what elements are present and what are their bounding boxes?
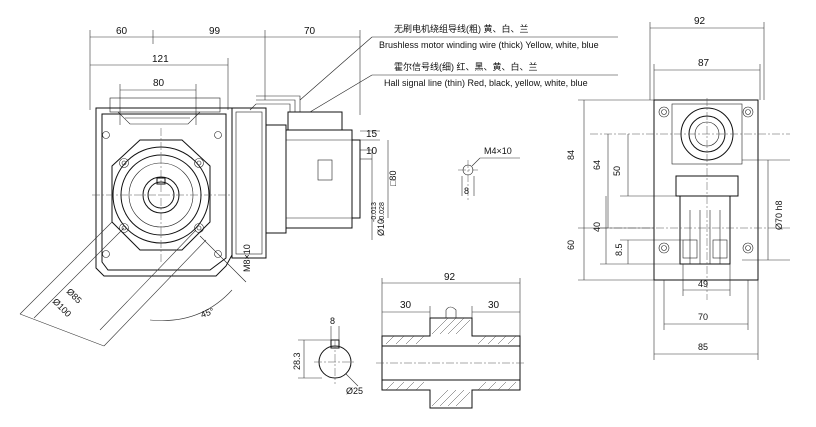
- dim-40: 40: [592, 222, 602, 232]
- side-view: 92 87 84 60: [566, 16, 790, 360]
- dim-64: 64: [592, 160, 602, 170]
- key-width-label: 8: [464, 186, 469, 196]
- dim-shaft-diameter: Ø10: [376, 219, 386, 236]
- shaft-view: 92 30 30: [292, 272, 526, 409]
- dim-49: 49: [698, 279, 708, 289]
- dim-50: 50: [612, 166, 622, 176]
- dim-8: 8: [330, 316, 335, 326]
- dim-70: 70: [698, 312, 708, 322]
- hatching: [385, 317, 517, 407]
- power-wire-note-en: Brushless motor winding wire (thick) Yel…: [379, 40, 599, 50]
- dim-angle-45: 45°: [199, 306, 216, 320]
- power-wire-note-cn: 无刷电机绕组导线(粗) 黄、白、兰: [394, 23, 529, 34]
- dim-99: 99: [209, 26, 221, 37]
- dim-60: 60: [116, 26, 128, 37]
- dim-30-right: 30: [488, 300, 500, 311]
- dim-m8x10: M8×10: [242, 244, 252, 272]
- dim-70: 70: [304, 26, 316, 37]
- dim-92: 92: [694, 16, 706, 27]
- tol-upper: -0.013: [371, 202, 378, 222]
- dim-phi70-h8: Ø70 h8: [774, 200, 784, 230]
- dim-phi85: Ø85: [65, 286, 84, 305]
- hall-wire-note-en: Hall signal line (thin) Red, black, yell…: [384, 78, 588, 88]
- dim-87: 87: [698, 58, 710, 69]
- dim-60: 60: [566, 240, 576, 250]
- dim-84: 84: [566, 150, 576, 160]
- dim-85: 85: [698, 342, 708, 352]
- thread-label: M4×10: [484, 146, 512, 156]
- dim-121: 121: [152, 54, 169, 65]
- dim-8-5: 8.5: [614, 243, 624, 256]
- hall-wire-note-cn: 霍尔信号线(细) 红、黑、黄、白、兰: [394, 61, 538, 72]
- dim-80: 80: [153, 78, 165, 89]
- key-detail: M4×10 8: [458, 146, 520, 200]
- front-view: 60 99 70 121 80: [19, 26, 398, 347]
- wire-notes: 无刷电机绕组导线(粗) 黄、白、兰 Brushless motor windin…: [299, 23, 618, 113]
- dim-28-3: 28.3: [292, 352, 302, 370]
- dim-92: 92: [444, 272, 456, 283]
- dim-phi100: Ø100: [51, 296, 74, 319]
- dim-phi25: Ø25: [346, 386, 363, 396]
- dim-15: 15: [366, 129, 378, 140]
- tol-lower: -0.028: [379, 202, 386, 222]
- dim-square-80: □80: [388, 171, 398, 186]
- dim-30-left: 30: [400, 300, 412, 311]
